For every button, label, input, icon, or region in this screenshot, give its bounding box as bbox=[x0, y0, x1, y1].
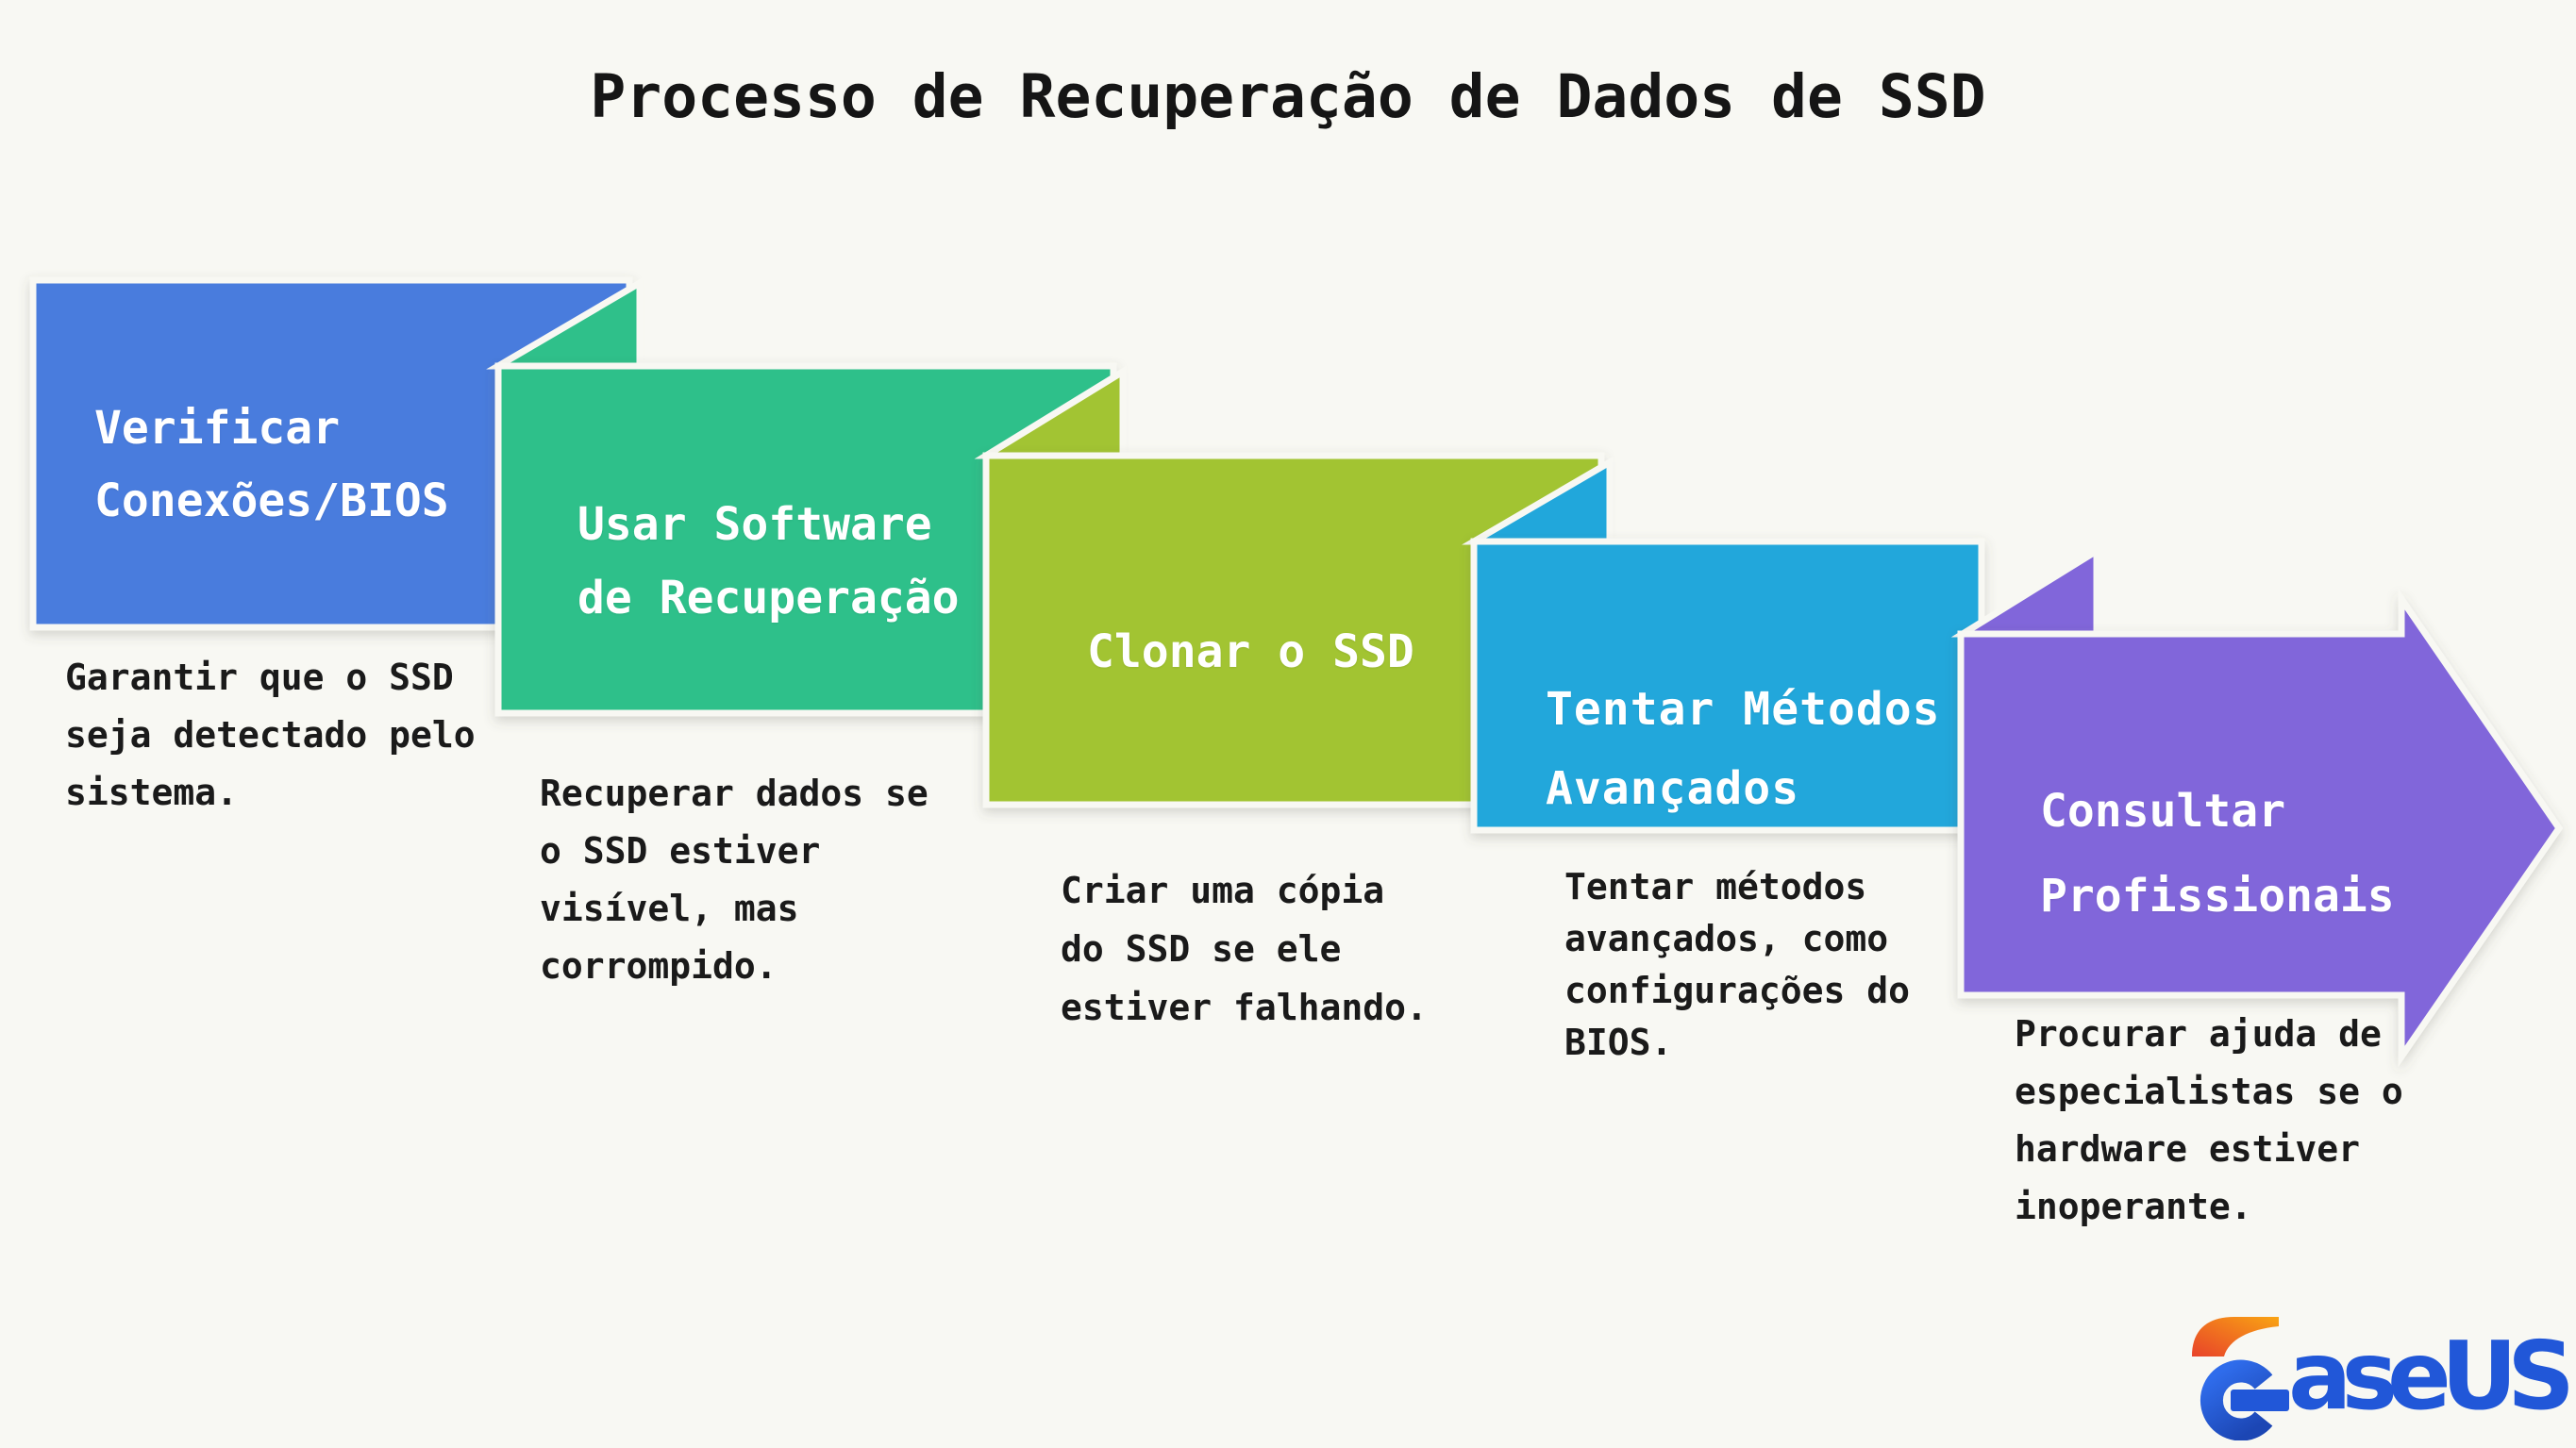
step-4-title-line: Tentar Métodos bbox=[1546, 683, 1941, 736]
step-5-title-line: Profissionais bbox=[2040, 870, 2395, 923]
step-3-description-line: estiver falhando. bbox=[1061, 987, 1428, 1028]
step-5-arrow-panel bbox=[1957, 588, 2564, 1068]
page-title: Processo de Recuperação de Dados de SSD bbox=[590, 62, 1986, 131]
step-4-title: Tentar Métodos Avançados bbox=[1546, 670, 1941, 828]
step-1-title: Verificar Conexões/BIOS bbox=[94, 392, 449, 538]
easeus-logo: aseUS bbox=[2187, 1313, 2575, 1440]
step-2-description-line: o SSD estiver bbox=[540, 830, 821, 872]
step-5-description-line: Procurar ajuda de bbox=[2015, 1013, 2382, 1055]
step-1-title-line: Verificar bbox=[94, 402, 341, 455]
step-2-description-line: visível, mas bbox=[540, 888, 799, 929]
step-3-title-line: Clonar o SSD bbox=[1087, 625, 1414, 678]
step-1-description-line: seja detectado pelo bbox=[65, 714, 476, 756]
step-4-description-line: BIOS. bbox=[1564, 1022, 1673, 1063]
step-4-description-line: configurações do bbox=[1564, 970, 1911, 1011]
step-4-description-line: Tentar métodos bbox=[1564, 866, 1867, 907]
step-1-description: Garantir que o SSD seja detectado pelo s… bbox=[65, 649, 476, 822]
step-2-description: Recuperar dados se o SSD estiver visível… bbox=[540, 765, 928, 995]
step-2-description-line: corrompido. bbox=[540, 945, 778, 987]
step-3-description: Criar uma cópia do SSD se ele estiver fa… bbox=[1061, 861, 1428, 1037]
step-5-description-line: inoperante. bbox=[2015, 1186, 2252, 1227]
step-5-description-line: especialistas se o bbox=[2015, 1071, 2403, 1112]
step-2-description-line: Recuperar dados se bbox=[540, 773, 928, 814]
step-4-panel bbox=[1470, 538, 1985, 834]
step-2-title: Usar Software de Recuperação bbox=[577, 488, 960, 635]
step-1-description-line: sistema. bbox=[65, 772, 239, 813]
easeus-logo-mark-icon bbox=[2192, 1317, 2289, 1440]
step-3-title: Clonar o SSD bbox=[1087, 616, 1414, 689]
easeus-logo-text: aseUS bbox=[2288, 1321, 2575, 1431]
step-5-title: Consultar Profissionais bbox=[2040, 769, 2395, 939]
step-1-title-line: Conexões/BIOS bbox=[94, 474, 449, 527]
step-3-description-line: Criar uma cópia bbox=[1061, 870, 1385, 911]
step-4-description-line: avançados, como bbox=[1564, 918, 1889, 959]
logo-blue-bar bbox=[2231, 1390, 2289, 1411]
step-1-description-line: Garantir que o SSD bbox=[65, 657, 454, 698]
step-5-title-line: Consultar bbox=[2040, 785, 2286, 838]
logo-blue-arc bbox=[2200, 1359, 2273, 1440]
step-5-description-line: hardware estiver bbox=[2015, 1128, 2361, 1170]
step-4-description: Tentar métodos avançados, como configura… bbox=[1564, 861, 1910, 1069]
step-5-description: Procurar ajuda de especialistas se o har… bbox=[2015, 1006, 2403, 1236]
step-2-title-line: de Recuperação bbox=[577, 572, 960, 624]
logo-orange-swoosh bbox=[2192, 1317, 2279, 1356]
step-3-description-line: do SSD se ele bbox=[1061, 928, 1342, 970]
step-4-title-line: Avançados bbox=[1546, 762, 1800, 815]
step-2-title-line: Usar Software bbox=[577, 498, 932, 551]
